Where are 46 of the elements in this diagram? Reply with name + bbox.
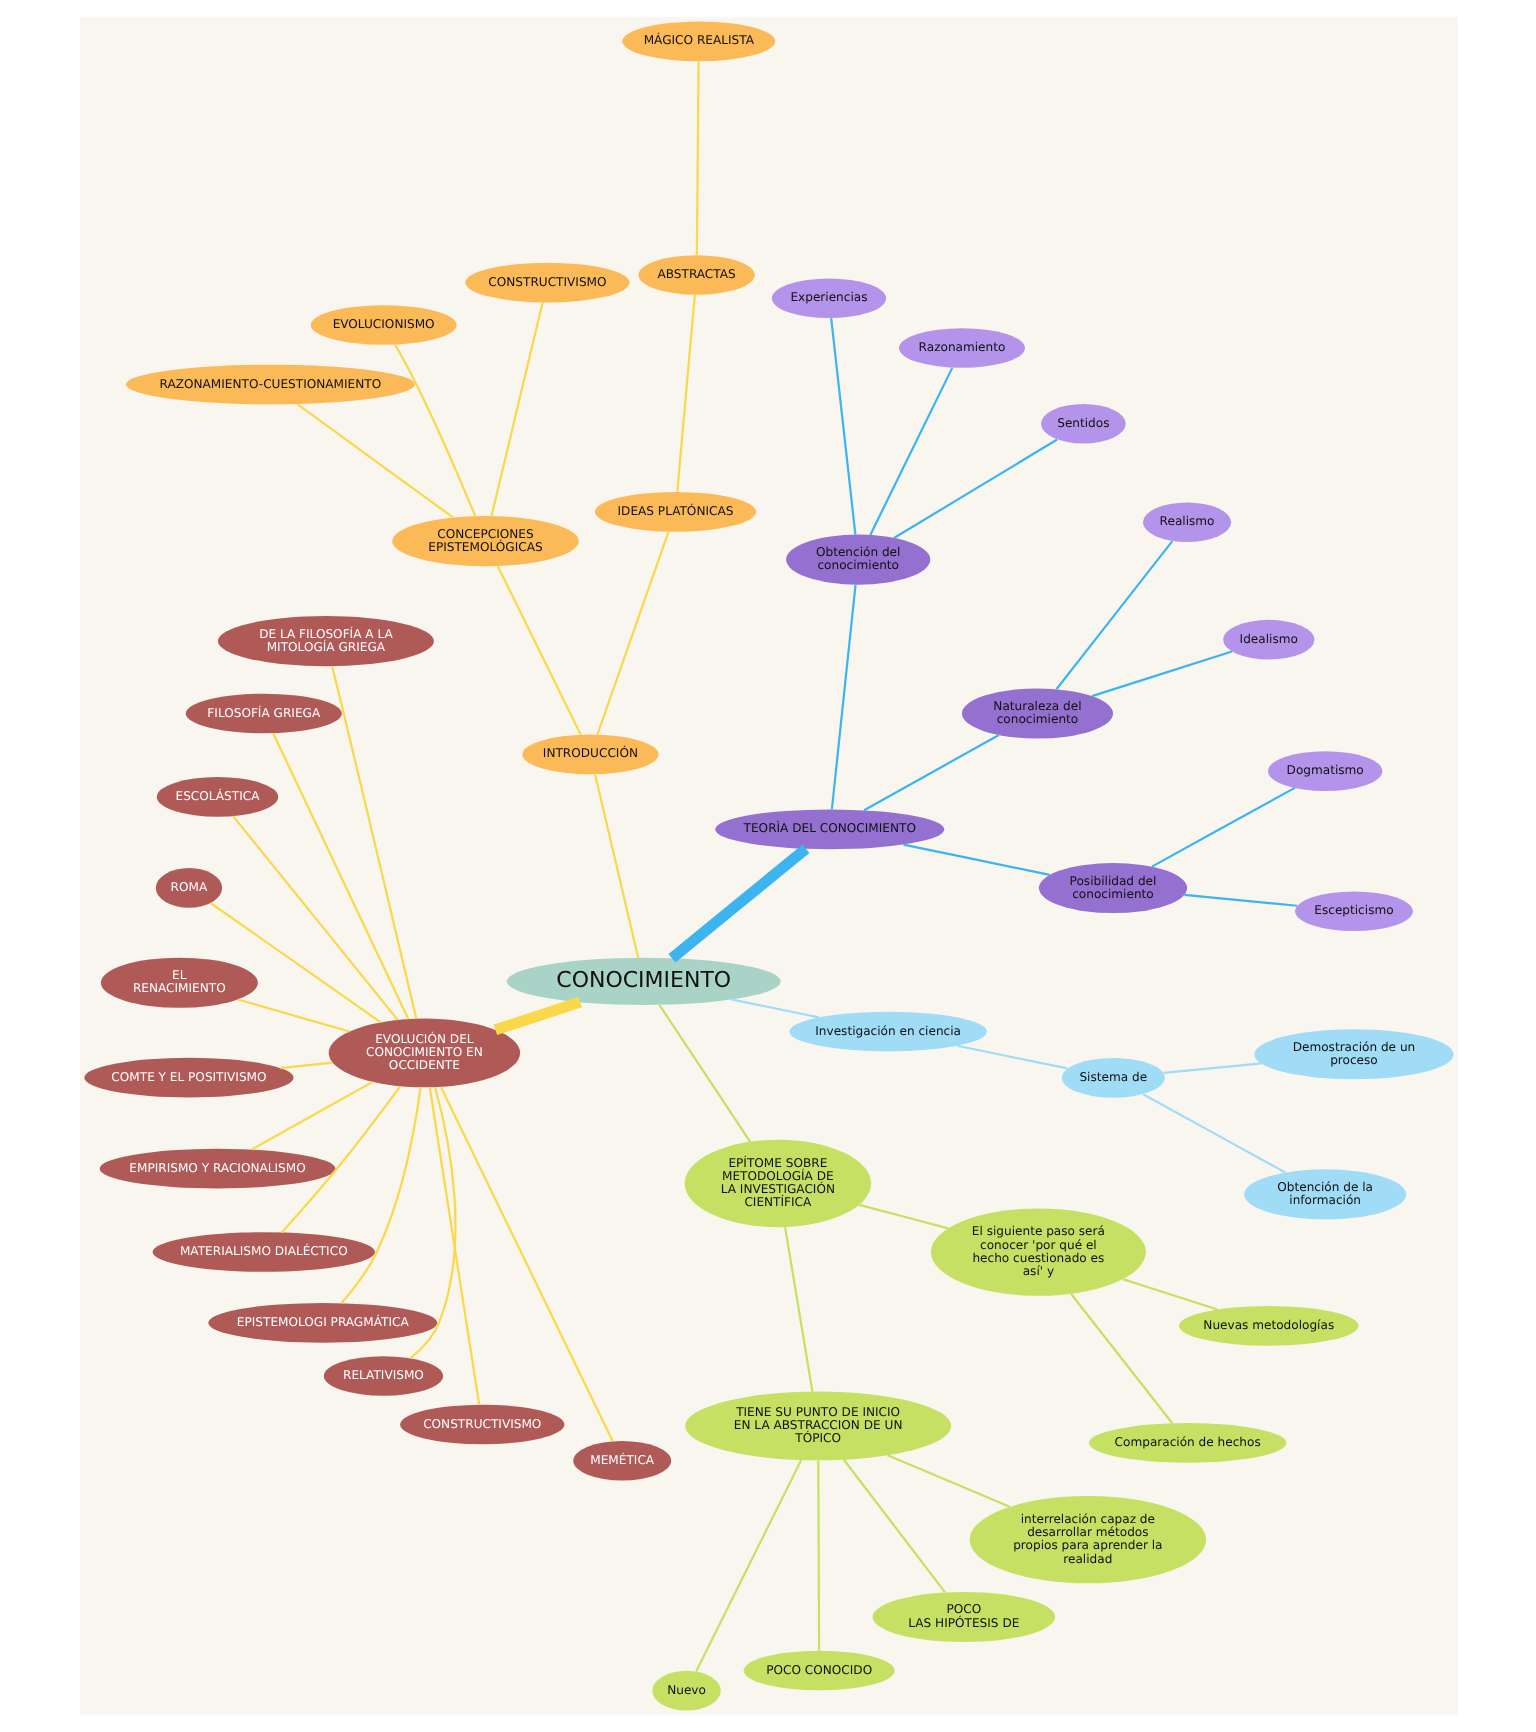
connector bbox=[489, 302, 543, 517]
connector bbox=[330, 665, 417, 1019]
connector bbox=[956, 1044, 1067, 1070]
connector bbox=[857, 1203, 948, 1230]
connector bbox=[492, 996, 581, 1035]
connector bbox=[393, 344, 476, 517]
connector bbox=[675, 294, 695, 492]
connector bbox=[427, 1087, 480, 1405]
connector bbox=[1090, 650, 1232, 698]
connector bbox=[1141, 1093, 1285, 1174]
connector bbox=[1069, 1293, 1173, 1424]
connector bbox=[438, 1086, 613, 1442]
connector bbox=[295, 403, 453, 519]
connector bbox=[902, 843, 1049, 876]
connector bbox=[595, 531, 669, 735]
connector bbox=[892, 438, 1057, 539]
connector bbox=[783, 1226, 813, 1392]
connector bbox=[1162, 1062, 1261, 1075]
connector bbox=[694, 1459, 802, 1672]
connector bbox=[236, 998, 349, 1033]
connector bbox=[694, 61, 699, 256]
connector bbox=[1054, 540, 1173, 690]
connector bbox=[657, 1004, 751, 1143]
connector bbox=[408, 1086, 456, 1360]
connector bbox=[593, 774, 639, 959]
connector bbox=[841, 1459, 945, 1594]
connector bbox=[829, 318, 856, 535]
connector bbox=[231, 815, 398, 1021]
connector bbox=[279, 1061, 332, 1070]
connector bbox=[667, 844, 809, 963]
connector bbox=[495, 565, 581, 736]
connector bbox=[271, 733, 409, 1020]
connector bbox=[1183, 893, 1297, 907]
connector bbox=[868, 367, 953, 536]
connector bbox=[339, 1087, 421, 1304]
connector bbox=[1121, 1278, 1217, 1311]
node-ellipse: CONOCIMIENTO bbox=[505, 957, 780, 1005]
connector bbox=[1150, 786, 1295, 868]
connector bbox=[279, 1085, 401, 1234]
connector bbox=[886, 1454, 1009, 1508]
connector bbox=[730, 998, 819, 1019]
connector bbox=[250, 1080, 373, 1151]
connector bbox=[816, 1460, 820, 1651]
connector bbox=[862, 734, 999, 812]
connector bbox=[208, 902, 381, 1024]
connector bbox=[829, 584, 856, 810]
